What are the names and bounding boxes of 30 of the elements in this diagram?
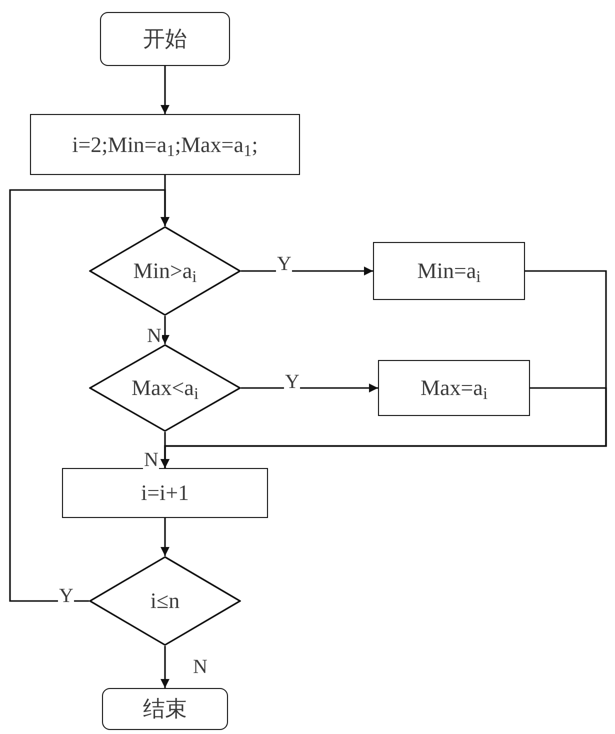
decision-diamond (89, 226, 241, 316)
edge-label: Y (276, 254, 292, 274)
arrow (160, 66, 170, 114)
node-text: 开始 (143, 28, 187, 50)
node-text: i=2;Min=a$_{1}$;Max=a$_{1}$; (72, 134, 258, 156)
node-text: i=i+1 (140, 482, 190, 504)
terminal-box (102, 688, 228, 730)
terminal-box (100, 12, 230, 66)
process-box (62, 468, 268, 518)
arrow (9, 189, 170, 602)
decision-diamond (89, 344, 241, 432)
node-text: Max<a$_{i}$ (131, 377, 199, 399)
process-box (30, 114, 300, 175)
process-box (378, 360, 530, 416)
node-text: Min=a$_{i}$ (417, 260, 481, 282)
process-box (373, 242, 525, 300)
edge-label: Y (284, 372, 300, 392)
node-text: 结束 (143, 698, 187, 720)
arrow (241, 266, 373, 276)
arrow (160, 646, 170, 688)
node-text: Max=a$_{i}$ (420, 377, 488, 399)
arrow (160, 316, 170, 344)
node-text: Min>a$_{i}$ (133, 260, 197, 282)
arrow (160, 518, 170, 556)
edge-label: N (146, 326, 162, 346)
edge-label: N (143, 450, 160, 470)
decision-diamond (89, 556, 241, 646)
arrow (241, 384, 378, 392)
arrow (160, 387, 607, 468)
node-text: i≤n (150, 590, 180, 612)
